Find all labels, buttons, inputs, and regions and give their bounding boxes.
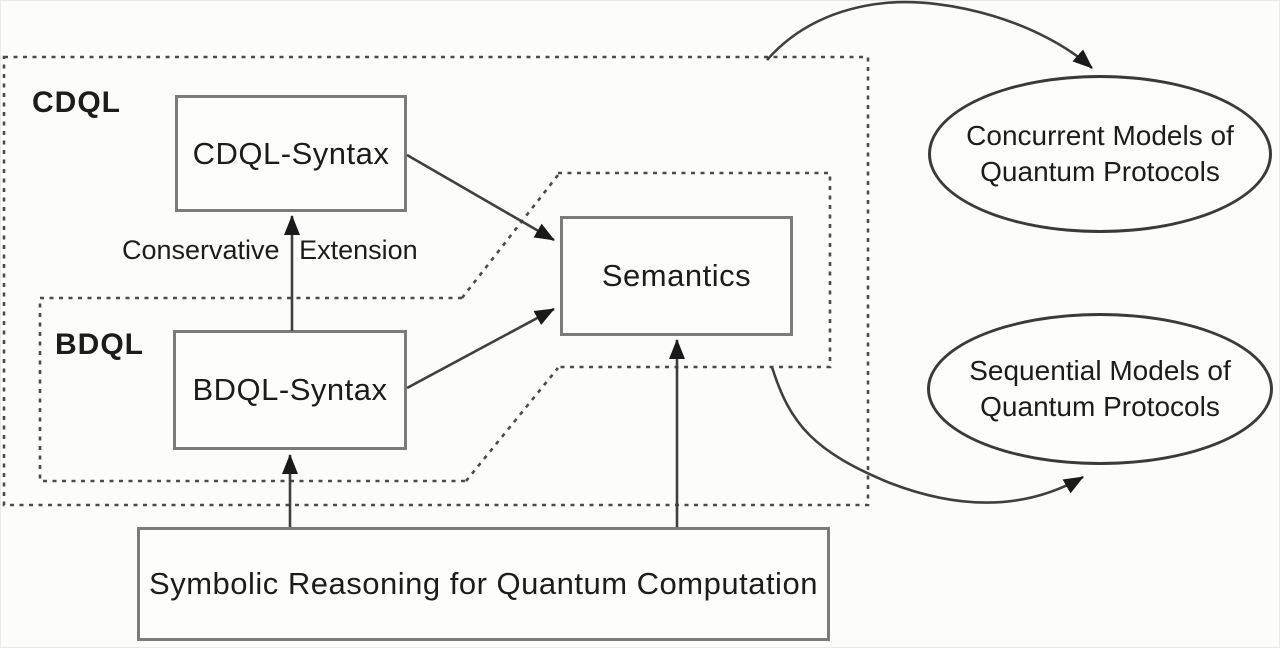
semantics-box: Semantics [560, 216, 793, 336]
conservative-extension-label: Conservative Extension [122, 235, 418, 265]
concurrent-models-line1: Concurrent Models of [966, 120, 1234, 152]
symbolic-reasoning-box: Symbolic Reasoning for Quantum Computati… [137, 527, 830, 641]
cdql-to-concurrent-models-curve-arrow [766, 0, 1093, 69]
cdql-syntax-box: CDQL-Syntax [175, 95, 407, 212]
sequential-models-line2: Quantum Protocols [980, 391, 1220, 422]
bdql-syntax-to-semantics-arrow [406, 307, 555, 390]
sequential-models-ellipse: Sequential Models of Quantum Protocols [927, 313, 1273, 465]
sequential-models-line1: Sequential Models of [969, 355, 1231, 387]
symbolic-reasoning-box-label: Symbolic Reasoning for Quantum Computati… [149, 566, 818, 601]
bdql-syntax-box-label: BDQL-Syntax [192, 372, 388, 407]
projection-dashed-line-bottom [464, 367, 560, 482]
cdql-region-label: CDQL [32, 86, 121, 119]
concurrent-models-ellipse: Concurrent Models of Quantum Protocols [928, 75, 1272, 233]
bdql-syntax-box: BDQL-Syntax [173, 330, 407, 450]
bdql-region-label: BDQL [55, 328, 144, 361]
cdql-syntax-to-semantics-arrow [406, 153, 555, 242]
semantics-box-label: Semantics [601, 258, 752, 293]
cdql-syntax-box-label: CDQL-Syntax [192, 135, 390, 171]
projection-dashed-line-top [460, 174, 560, 299]
concurrent-models-line2: Quantum Protocols [980, 156, 1220, 187]
